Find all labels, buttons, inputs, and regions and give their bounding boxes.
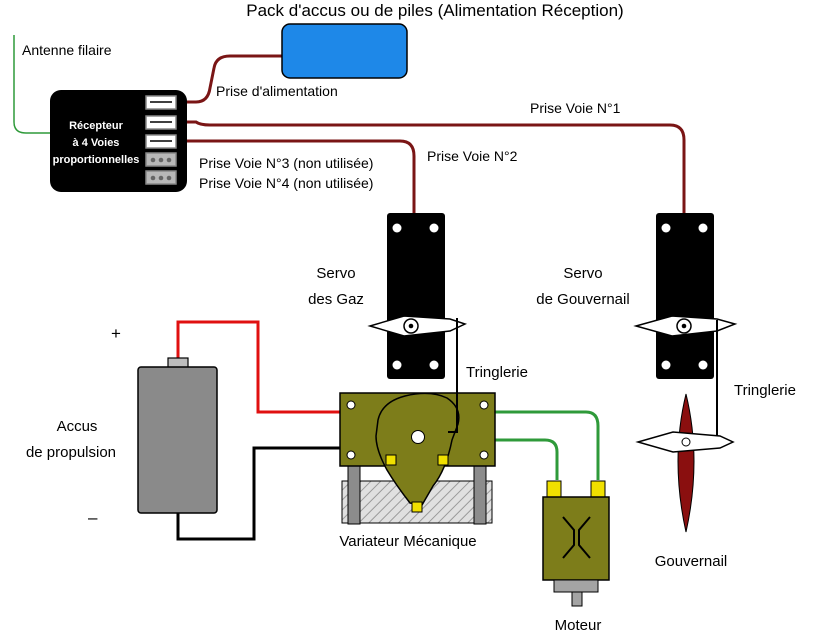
servo-throttle: [367, 213, 468, 379]
servo-rudder-label-line1: Servo: [563, 265, 602, 282]
channel1-wire: [176, 120, 686, 214]
antenna-wire: [13, 35, 52, 134]
power-wire: [176, 54, 282, 104]
prop-battery-label-line1: Accus: [57, 418, 98, 435]
plus-sign: +: [111, 324, 121, 343]
throttle-linkage: [448, 318, 458, 433]
propulsion-battery-body: [137, 366, 218, 514]
battery-pack-label: Pack d'accus ou de piles (Alimentation R…: [246, 1, 623, 20]
motor-label: Moteur: [555, 617, 602, 634]
servo-throttle-label-line2: des Gaz: [308, 291, 364, 308]
motor-shaft: [571, 591, 583, 607]
servo-rudder: [633, 213, 738, 379]
throttle-linkage-label: Tringlerie: [466, 364, 528, 381]
servo-throttle-body: [387, 213, 445, 379]
motor-body: [542, 496, 610, 581]
positive-wire: [176, 320, 340, 414]
receiver-label-line2: à 4 Voies: [73, 137, 120, 149]
battery-pack: [281, 23, 408, 79]
power-plug-label: Prise d'alimentation: [216, 83, 338, 99]
propulsion-battery: [137, 357, 218, 514]
rudder-linkage-label: Tringlerie: [734, 382, 796, 399]
motor: [542, 480, 610, 607]
servo-rudder-label-line2: de Gouvernail: [536, 291, 629, 308]
prop-battery-label-line2: de propulsion: [26, 444, 116, 461]
antenna-label: Antenne filaire: [22, 42, 112, 58]
channel1-label: Prise Voie N°1: [530, 100, 621, 116]
controller-cam: [375, 392, 460, 506]
channel4-label: Prise Voie N°4 (non utilisée): [199, 175, 373, 191]
motor-wire-a: [495, 410, 600, 480]
channel2-label: Prise Voie N°2: [427, 148, 518, 164]
receiver-label-line1: Récepteur: [69, 120, 124, 132]
wires: [13, 35, 686, 541]
minus-sign: –: [88, 508, 98, 527]
rudder-label: Gouvernail: [655, 553, 728, 570]
channel2-wire: [176, 139, 416, 214]
receiver: Récepteur à 4 Voies proportionnelles: [50, 90, 187, 192]
channel3-label: Prise Voie N°3 (non utilisée): [199, 155, 373, 171]
negative-wire: [176, 446, 340, 541]
servo-throttle-label-line1: Servo: [316, 265, 355, 282]
receiver-label-line3: proportionnelles: [53, 154, 140, 166]
speed-controller-label: Variateur Mécanique: [339, 533, 476, 550]
receiver-sockets: [145, 95, 177, 185]
servo-rudder-body: [656, 213, 714, 379]
motor-wire-b: [495, 438, 559, 480]
motor-shaft-collar: [553, 579, 599, 593]
rudder-blade: [677, 393, 695, 533]
speed-controller: [339, 392, 496, 525]
rudder: [635, 320, 735, 533]
